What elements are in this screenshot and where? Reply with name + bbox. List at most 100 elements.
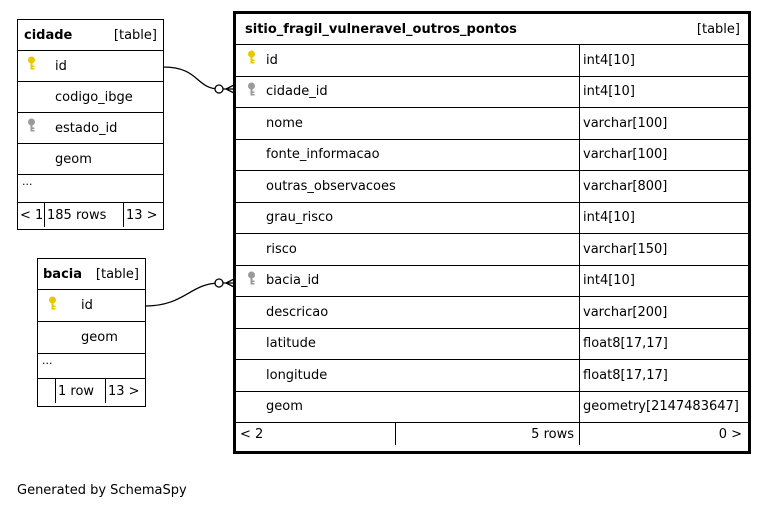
column-name: id — [55, 58, 67, 74]
column-row-geom: geom — [18, 144, 163, 175]
column-name: descricao — [266, 304, 329, 320]
column-name: nome — [266, 115, 303, 131]
column-type: geometry[2147483647] — [583, 399, 739, 415]
column-name: cidade_id — [266, 84, 328, 100]
link-bacia-crowfoot — [224, 277, 237, 289]
children-count[interactable]: 13 > — [108, 383, 140, 399]
column-divider — [579, 45, 580, 76]
column-type: varchar[200] — [583, 304, 668, 320]
primary-key-icon — [247, 50, 256, 70]
table-bacia[interactable]: bacia[table] id geom... 1 row 13 > — [37, 258, 146, 407]
column-row-latitude: latitude float8[17,17] — [236, 328, 748, 360]
row-count: 1 row — [58, 383, 95, 399]
column-name: estado_id — [55, 120, 118, 136]
column-name: geom — [81, 330, 118, 345]
foreign-key-icon — [247, 82, 256, 101]
column-name: geom — [55, 151, 92, 167]
row-count: 5 rows — [531, 426, 574, 442]
column-name: codigo_ibge — [55, 89, 133, 105]
link-bacia-optional-marker — [214, 278, 224, 288]
column-row-id: id — [38, 290, 145, 322]
foreign-key-icon — [247, 271, 256, 290]
table-name: sitio_fragil_vulneravel_outros_pontos — [245, 21, 517, 37]
link-cidade-crowfoot — [224, 83, 237, 95]
footer-divider — [55, 379, 56, 403]
table-header: sitio_fragil_vulneravel_outros_pontos [ta… — [236, 14, 748, 45]
table-tag: [table] — [113, 27, 157, 43]
column-row-id: id int4[10] — [236, 45, 748, 77]
ellipsis-text: ... — [22, 175, 33, 188]
column-name: grau_risco — [266, 210, 334, 226]
column-row-grau-risco: grau_risco int4[10] — [236, 202, 748, 234]
table-name: cidade — [24, 27, 73, 43]
foreign-key-icon — [27, 118, 36, 138]
parents-count[interactable]: < 2 — [240, 426, 264, 442]
column-name: id — [266, 52, 278, 68]
table-footer: < 2 5 rows 0 > — [236, 423, 748, 445]
column-type: varchar[800] — [583, 178, 668, 194]
ellipsis-text: ... — [42, 354, 53, 367]
column-row-cidade-id: cidade_id int4[10] — [236, 76, 748, 108]
column-divider — [579, 108, 580, 139]
children-count[interactable]: 13 > — [126, 207, 158, 223]
footer-divider — [123, 203, 124, 227]
footer-divider — [105, 379, 106, 403]
column-row-descricao: descricao varchar[200] — [236, 297, 748, 329]
column-row-id: id — [18, 51, 163, 82]
footer-divider — [44, 203, 45, 227]
column-name: risco — [266, 241, 297, 257]
primary-key-icon — [48, 296, 57, 315]
table-sitio-fragil-vulneravel-outros-pontos[interactable]: sitio_fragil_vulneravel_outros_pontos [ta… — [233, 11, 751, 454]
column-divider — [579, 139, 580, 170]
column-divider — [579, 360, 580, 391]
table-tag: [table] — [696, 21, 740, 37]
column-type: varchar[100] — [583, 147, 668, 163]
column-divider — [579, 328, 580, 359]
more-columns-ellipsis: ... — [18, 175, 163, 203]
column-divider — [579, 202, 580, 233]
column-divider — [579, 297, 580, 328]
column-row-geom: geom — [38, 322, 145, 354]
link-bacia-id-to-bacia-id — [144, 282, 236, 307]
more-columns-ellipsis: ... — [38, 354, 145, 379]
column-name: fonte_informacao — [266, 147, 380, 163]
column-type: float8[17,17] — [583, 336, 668, 352]
table-footer: 1 row 13 > — [38, 379, 145, 403]
column-row-longitude: longitude float8[17,17] — [236, 360, 748, 392]
column-row-codigo-ibge: codigo_ibge — [18, 82, 163, 113]
column-name: longitude — [266, 367, 328, 383]
column-divider — [579, 76, 580, 107]
column-name: id — [81, 298, 93, 313]
table-header: bacia[table] — [38, 259, 145, 290]
table-header: cidade [table] — [18, 20, 163, 51]
column-divider — [579, 234, 580, 265]
column-type: float8[17,17] — [583, 367, 668, 383]
column-type: varchar[150] — [583, 241, 668, 257]
column-name: outras_observacoes — [266, 178, 396, 194]
generated-by-label: Generated by SchemaSpy — [17, 483, 187, 498]
children-count[interactable]: 0 > — [718, 426, 742, 442]
footer-divider — [579, 423, 580, 445]
column-divider — [579, 391, 580, 422]
column-type: int4[10] — [583, 210, 635, 226]
table-name: bacia — [43, 266, 83, 282]
column-row-nome: nome varchar[100] — [236, 108, 748, 140]
column-type: int4[10] — [583, 273, 635, 289]
column-row-risco: risco varchar[150] — [236, 234, 748, 266]
column-row-outras-observacoes: outras_observacoes varchar[800] — [236, 171, 748, 203]
link-cidade-id-to-cidade-id — [162, 66, 236, 90]
column-type: int4[10] — [583, 84, 635, 100]
column-name: latitude — [266, 336, 316, 352]
column-divider — [579, 265, 580, 296]
parents-count[interactable]: < 1 — [20, 207, 44, 223]
primary-key-icon — [27, 56, 36, 76]
row-count: 185 rows — [47, 207, 107, 223]
footer-divider — [395, 423, 396, 445]
link-cidade-optional-marker — [214, 84, 224, 94]
column-type: varchar[100] — [583, 115, 668, 131]
column-type: int4[10] — [583, 52, 635, 68]
